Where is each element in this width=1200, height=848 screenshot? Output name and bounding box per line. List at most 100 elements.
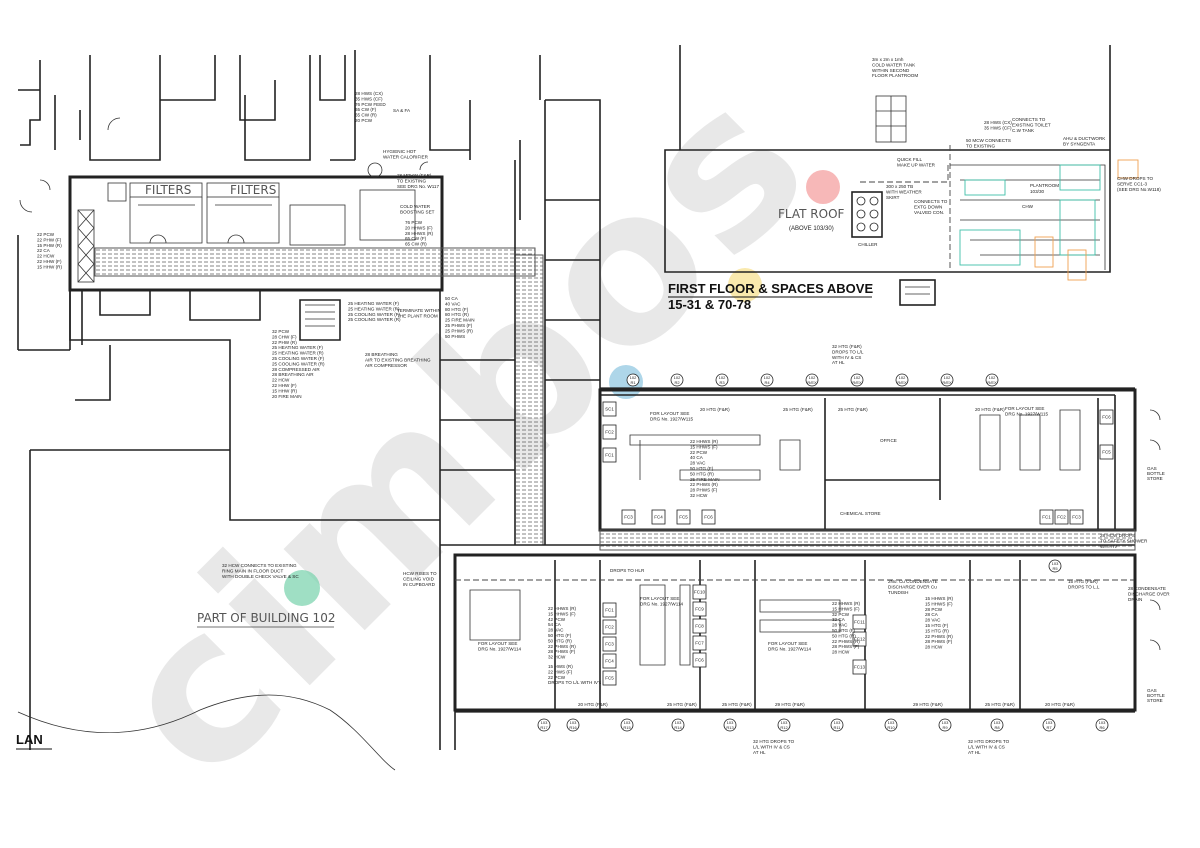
annotation-line: 28 VAC (548, 628, 564, 633)
grid-bubble-text: 103 (675, 720, 682, 725)
fan-coil-unit: FC9 (692, 601, 707, 617)
annotation-line: 50 HTG (F) (832, 628, 856, 633)
annotation-line: 22 HHWS (R) (690, 439, 719, 444)
annotation-line: AIR TO EXISTING BREATHING (365, 357, 431, 362)
grid-bubble-text: 102 (674, 375, 681, 380)
annotation-line: 22 PHWS (R) (548, 644, 576, 649)
grid-bubble-text: 102 (630, 375, 637, 380)
title-line-2: 15-31 & 70-78 (668, 297, 751, 312)
fan-coil-label: FC1 (605, 608, 614, 613)
htg-label: 25 HTG (F&R) (838, 407, 868, 412)
annotation-line: 25 COOLING WATER (F) (348, 312, 401, 317)
annotation-line: AIR COMPRESSOR (365, 363, 408, 368)
annotation-line: 32 HCW CONNECTS TO EXISTING (222, 563, 297, 568)
annotation-line: 2No. Cu CONDENSATE (888, 579, 938, 584)
annotation-line: 3m x 2m x 1mh (872, 57, 904, 62)
fan-coil-unit: FC11 (852, 614, 867, 630)
annotation-line: HCW RISES TO (403, 571, 437, 576)
existing-walls-top-left (17, 50, 601, 401)
annotation-line: 32 HCW (548, 655, 566, 660)
break-line (17, 694, 396, 771)
fan-coil-label: FC3 (1072, 515, 1081, 520)
annotation-line: FOR LAYOUT SEE (640, 596, 679, 601)
annotation-line: VALVED CON. (914, 210, 944, 215)
annotation-line: WITH DOUBLE CHECK VALVE & SC (222, 574, 299, 579)
grid-bubble-text: 103 (1046, 720, 1053, 725)
htg-label: 20 HTG (F&R) (1045, 702, 1075, 707)
fan-coil-unit: FC12 (852, 631, 867, 647)
annotation-line: 54 CA (548, 622, 562, 627)
annotation-line: 15 HTG (R) (925, 628, 949, 633)
plantroom-label: PLANTROOM (1030, 183, 1059, 188)
annotation-line: 50 MCW CONNECTS (966, 138, 1011, 143)
htg-label: 20 HTG (F&R) (700, 407, 730, 412)
annotation-drops-hlr: DROPS TO HLR (610, 568, 645, 573)
annotation-line: 15 HHWS (F) (832, 606, 860, 611)
annotation-sa-fa: SA & FA (393, 108, 411, 113)
annotation-line: 28 CHW (F) (272, 334, 297, 339)
annotation-line: 65 CW (F) (355, 107, 377, 112)
annotation-line: 50 HTG (F) (690, 466, 714, 471)
fan-coil-label: FC5 (1102, 450, 1111, 455)
annotation-line: 300 x 250 TB (886, 184, 913, 189)
annotation-line: RING MAIN IN FLOOR DUCT (222, 568, 283, 573)
annotation-line: 28 HCW DROPS (1100, 533, 1135, 538)
annotation-line: 22 HCW (272, 378, 290, 383)
annotation-line: IN CUPBOARD (403, 582, 436, 587)
grid-bubble-text: 103 (888, 720, 895, 725)
grid-bubble-text: R7 (1046, 725, 1052, 730)
grid-bubble-text: R5 (1052, 566, 1058, 571)
annotation-line: 25 COOLING WATER (F) (272, 356, 325, 361)
gas-store-1: GAS BOTTLE STORE (1147, 466, 1165, 481)
annotation-line: SKIRT (886, 195, 900, 200)
annotation-line: BY SYNGENTA (1063, 141, 1096, 146)
htg-label: 29 HTG (F&R) (775, 702, 805, 707)
grid-bubble-text: 102 (719, 375, 726, 380)
annotation-line: 15 HHWS (F) (690, 444, 718, 449)
annotation-line: DISCHARGE OVER (1128, 591, 1170, 596)
annotation-line: 28 PHWS (F) (925, 639, 953, 644)
fan-coil-label: FC10 (694, 590, 706, 595)
htg-label: 25 HTG (F&R) (783, 407, 813, 412)
grid-bubbles-bottom: 103R17103R16103R15103R14103R13103R12103R… (537, 718, 1109, 732)
grid-bubble-text: 103 (570, 720, 577, 725)
fan-coil-label: FC7 (695, 641, 704, 646)
annotation-line: 40 VAC (445, 301, 461, 306)
annotation-line: 35 HWS (CF) (984, 125, 1012, 130)
annotation-line: DROPS TO L/L WITH IV's (548, 680, 602, 685)
annotation-line: EXTG DOWN (914, 204, 942, 209)
annotation-line: DRAIN (1128, 597, 1142, 602)
grid-bubble-text: 102 (809, 375, 816, 380)
annotation-line: 32 PCW (832, 612, 850, 617)
annotation-line: 28 BREATHING (365, 352, 398, 357)
annotation-line: 22 PCW (37, 232, 55, 237)
annotation-line: 22 HCW (37, 254, 55, 259)
annotation-line: 22 PHW (R) (272, 340, 297, 345)
annotation-line: TO EXISTING (966, 143, 995, 148)
annotation-line: 32 HTG (F&R) (832, 344, 862, 349)
annotation-line: 50 HTG (R) (832, 633, 856, 638)
fan-coil-label: FC1 (1042, 515, 1051, 520)
grid-bubble-text: R12 (780, 725, 788, 730)
htg-label: 25 HTG (F&R) (985, 702, 1015, 707)
annotation-line: 22 PHWS (R) (832, 639, 860, 644)
annotation-line: 25 PHWS (R) (445, 328, 473, 333)
annotation-line: 15 HHW (R) (272, 388, 297, 393)
